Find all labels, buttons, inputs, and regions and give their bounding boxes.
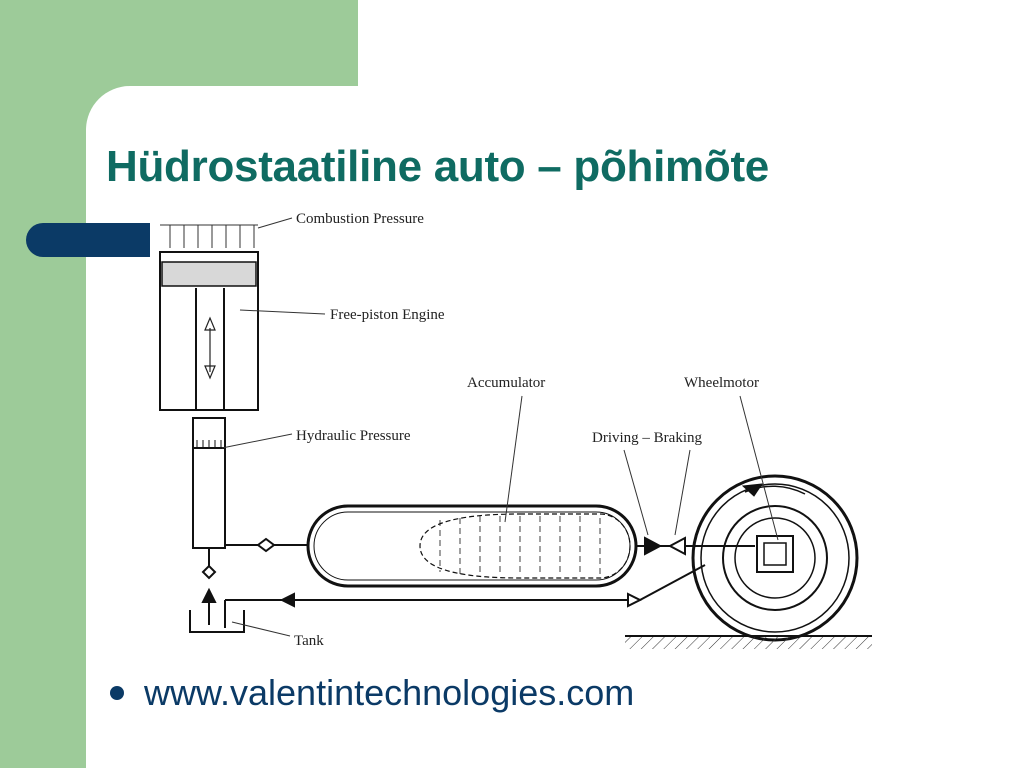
bullet-item: www.valentintechnologies.com bbox=[110, 672, 634, 714]
label-accumulator: Accumulator bbox=[467, 375, 545, 391]
leader-lines bbox=[221, 217, 779, 637]
label-hydraulic-pressure: Hydraulic Pressure bbox=[296, 428, 411, 444]
drive-line bbox=[636, 536, 755, 556]
bullet-list: www.valentintechnologies.com bbox=[110, 672, 634, 714]
wheel bbox=[691, 474, 859, 642]
label-tank: Tank bbox=[294, 633, 324, 649]
hydrostatic-vehicle-diagram: Combustion Pressure Free-piston Engine H… bbox=[159, 211, 872, 649]
label-combustion-pressure: Combustion Pressure bbox=[296, 211, 424, 227]
free-piston-engine bbox=[159, 251, 259, 411]
hydraulic-cylinder bbox=[192, 417, 226, 549]
tank-supply-line bbox=[201, 548, 217, 625]
label-wheelmotor: Wheelmotor bbox=[684, 375, 759, 391]
tank bbox=[189, 600, 245, 633]
ground bbox=[625, 635, 872, 649]
accumulator bbox=[306, 504, 638, 588]
combustion-pressure-arrows bbox=[160, 224, 258, 248]
website-link-text: www.valentintechnologies.com bbox=[144, 672, 635, 713]
piston-motion-arrow bbox=[204, 316, 216, 380]
label-free-piston-engine: Free-piston Engine bbox=[330, 307, 445, 323]
slide-title: Hüdrostaatiline auto – põhimõte bbox=[106, 142, 769, 191]
pressure-line bbox=[225, 537, 308, 553]
bullet-dot-icon bbox=[110, 686, 124, 700]
label-driving-braking: Driving – Braking bbox=[592, 430, 702, 446]
white-content-panel bbox=[86, 86, 1024, 768]
navy-accent-bar bbox=[26, 223, 150, 257]
